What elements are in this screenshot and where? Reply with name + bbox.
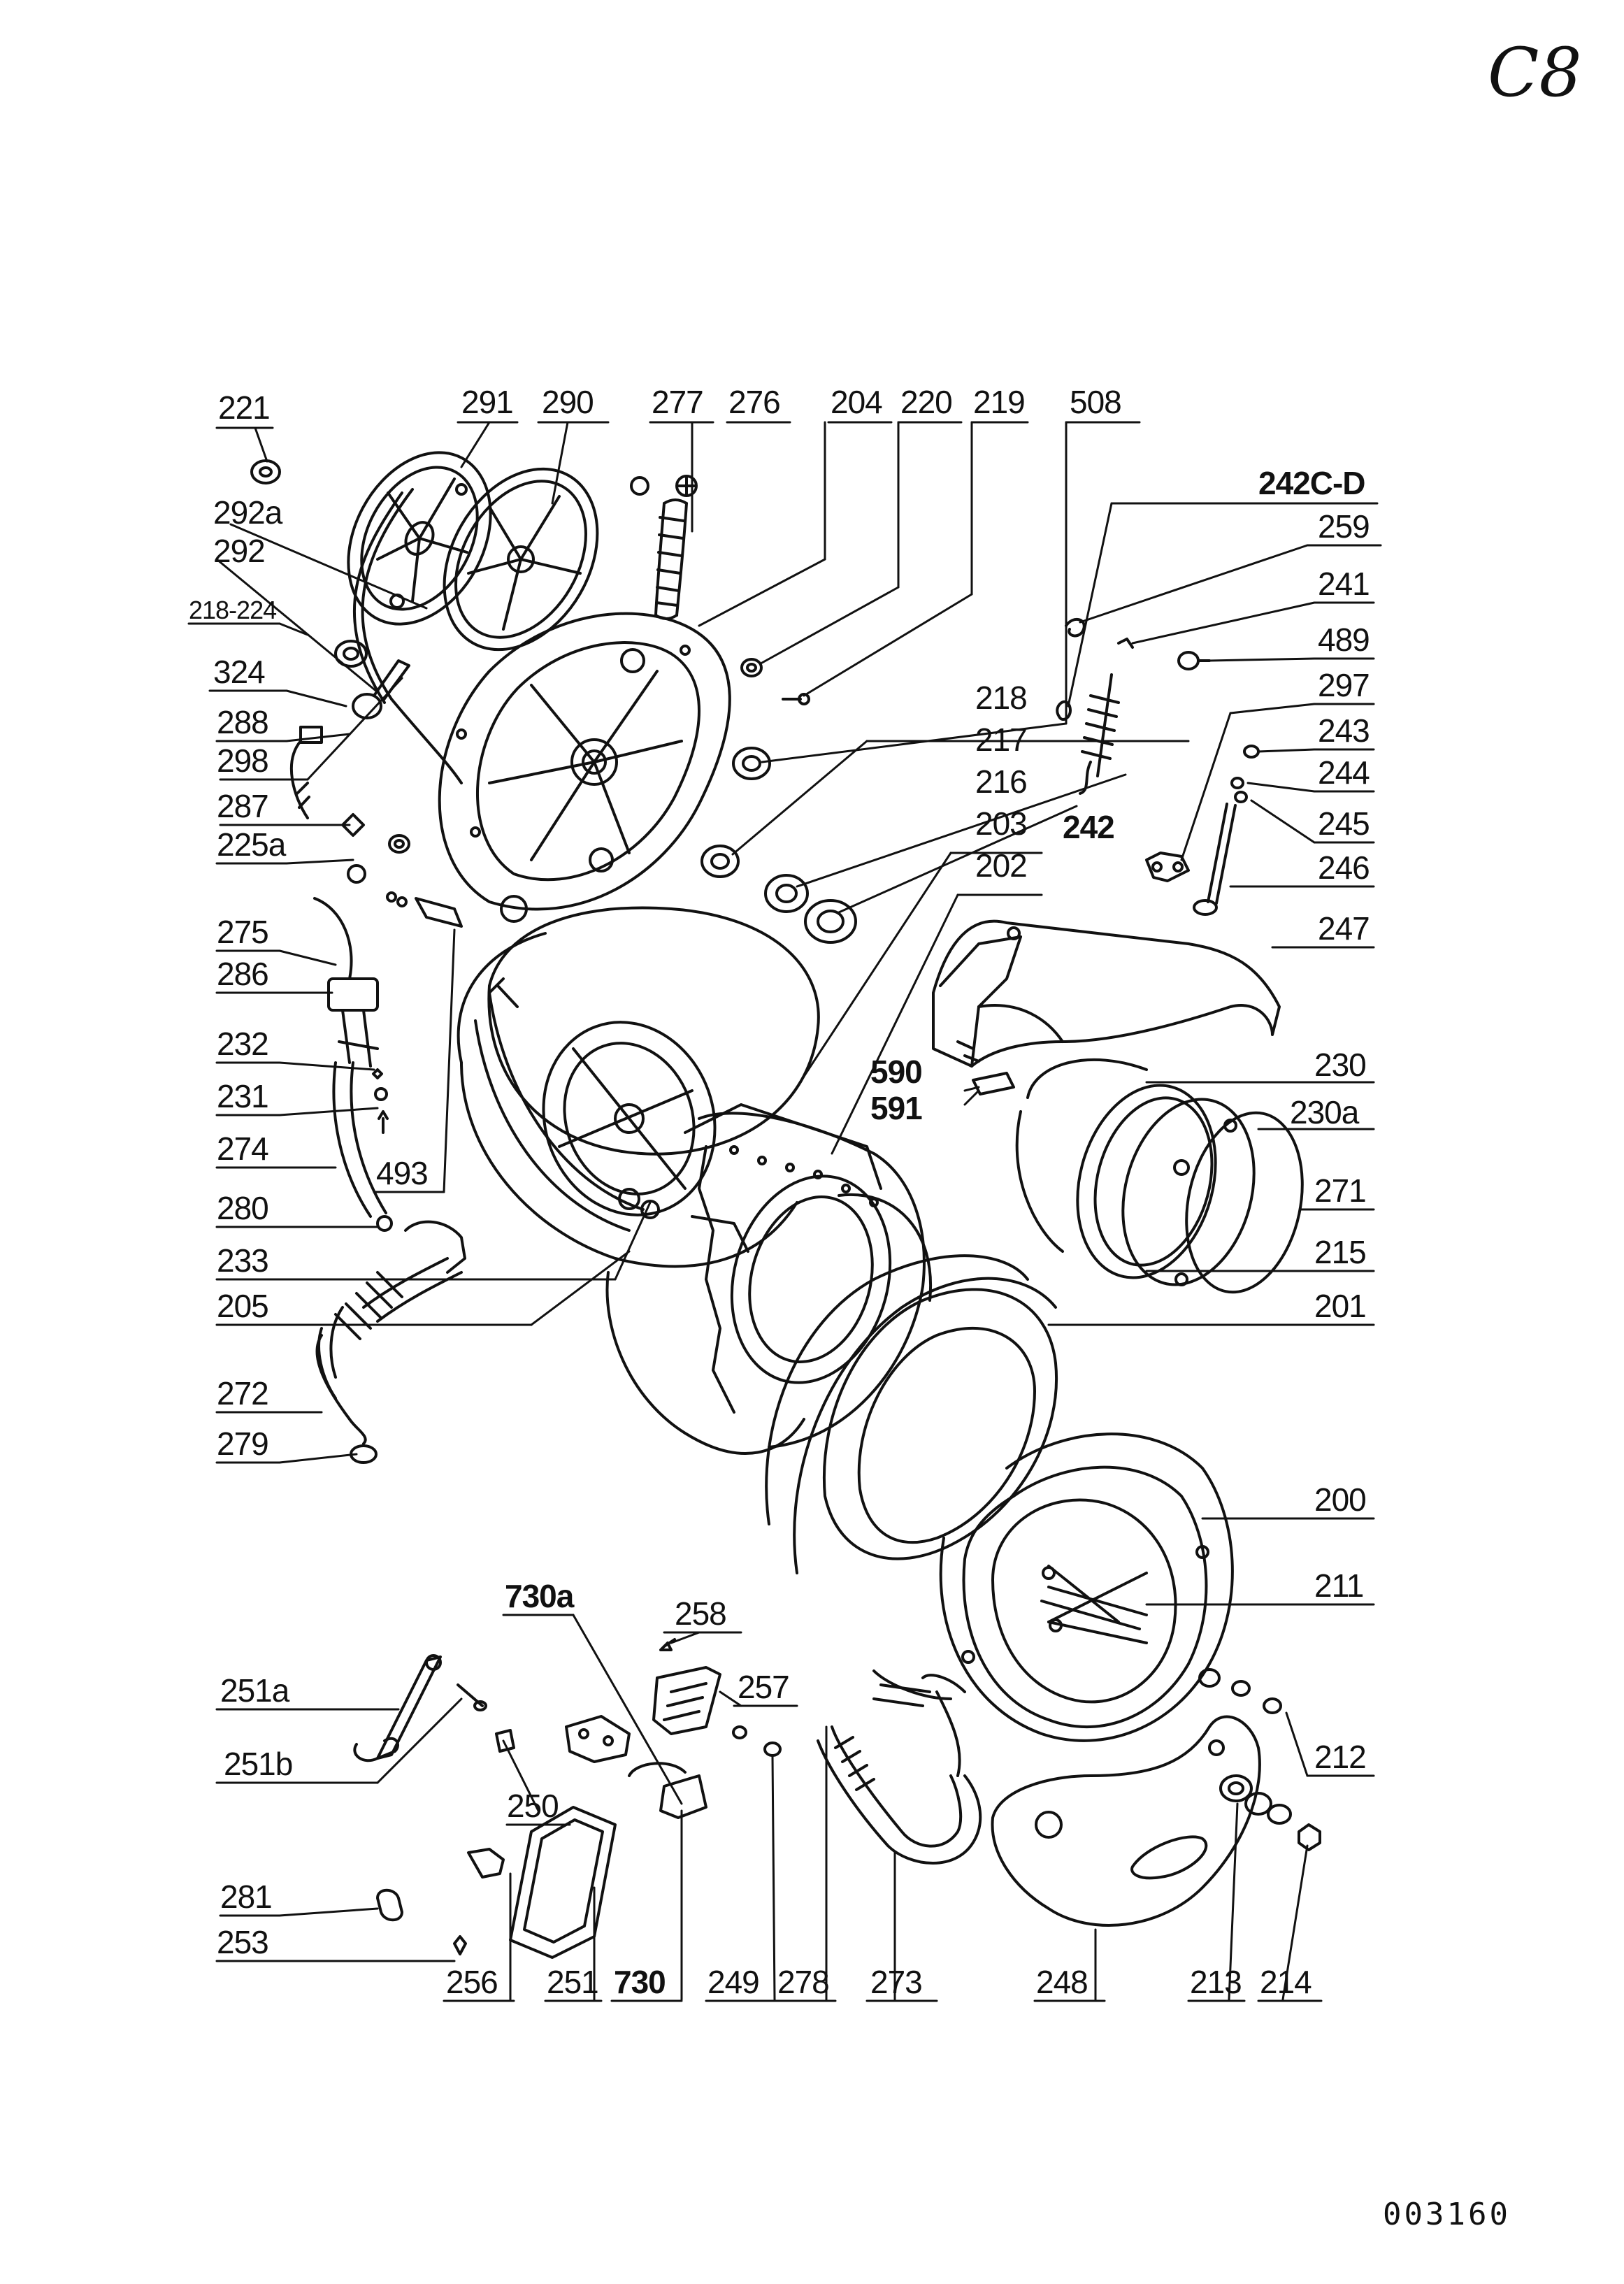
callout-204: 204 [831, 384, 883, 420]
grommet-221 [250, 459, 281, 484]
callout-274: 274 [217, 1130, 269, 1167]
callout-200: 200 [1314, 1481, 1367, 1518]
page-mark: C8 [1488, 34, 1582, 112]
top-counterweight-part [932, 919, 1281, 1068]
shim-plate-part [972, 1072, 1015, 1096]
lower-accessory-parts [353, 1638, 982, 1959]
callout-248: 248 [1036, 1964, 1088, 2000]
hose-part [630, 475, 698, 620]
callout-271: 271 [1314, 1172, 1367, 1209]
document-code: 003160 [1383, 2197, 1511, 2232]
callout-244: 244 [1318, 754, 1370, 791]
callout-251a: 251a [220, 1672, 289, 1709]
callout-277: 277 [652, 384, 704, 420]
callout-225a: 225a [217, 826, 286, 863]
callout-233: 233 [217, 1242, 269, 1279]
washer-and-nut-parts [1198, 1668, 1321, 1851]
damper-parts [1145, 745, 1260, 916]
callout-256: 256 [446, 1964, 498, 2000]
callout-219: 219 [973, 384, 1026, 420]
callout-286: 286 [217, 956, 269, 992]
callout-241: 241 [1318, 566, 1370, 602]
door-seal-ring-part [765, 1254, 1058, 1574]
callout-211: 211 [1314, 1567, 1364, 1604]
callout-242c-d: 242C-D [1258, 465, 1366, 501]
callout-493: 493 [376, 1155, 429, 1191]
counterweight-plate-part [991, 1715, 1261, 1927]
callout-291: 291 [461, 384, 514, 420]
outer-tub-front-part [605, 1103, 933, 1455]
callout-250: 250 [507, 1788, 559, 1824]
callout-216: 216 [975, 763, 1028, 800]
callout-590: 590 [870, 1054, 923, 1090]
counterweight-bolts-part [1040, 1586, 1148, 1644]
heater-and-sensor-parts [290, 640, 519, 1232]
pulley-wheel-part [347, 451, 492, 626]
callout-218-224: 218-224 [189, 596, 277, 624]
callout-280: 280 [217, 1190, 269, 1226]
callout-287: 287 [217, 788, 269, 824]
callout-290: 290 [542, 384, 594, 420]
rear-tub-half-part [438, 612, 731, 923]
callout-292a: 292a [213, 494, 282, 531]
callout-275: 275 [217, 914, 269, 950]
callout-273: 273 [870, 1964, 923, 2000]
callout-245: 245 [1318, 805, 1370, 842]
callout-278: 278 [777, 1964, 830, 2000]
callout-279: 279 [217, 1425, 269, 1462]
callout-251b: 251b [224, 1746, 293, 1782]
drum-pulley-part [443, 467, 599, 652]
bearing-and-seal-parts [700, 658, 857, 944]
callout-215: 215 [1314, 1234, 1367, 1270]
callout-230a: 230a [1290, 1094, 1359, 1130]
callout-508: 508 [1070, 384, 1122, 420]
callout-251: 251 [547, 1964, 599, 2000]
callout-288: 288 [217, 704, 269, 740]
callout-489: 489 [1318, 622, 1370, 658]
callout-218: 218 [975, 680, 1028, 716]
callout-298: 298 [217, 742, 269, 779]
callout-249: 249 [707, 1964, 760, 2000]
callout-230: 230 [1314, 1047, 1367, 1083]
callout-272: 272 [217, 1375, 269, 1412]
callout-730a: 730a [505, 1578, 574, 1614]
callout-201: 201 [1314, 1288, 1367, 1324]
callout-247: 247 [1318, 910, 1370, 947]
callout-257: 257 [738, 1669, 790, 1705]
callout-220: 220 [900, 384, 953, 420]
callout-253: 253 [217, 1924, 269, 1960]
callout-212: 212 [1314, 1739, 1367, 1775]
door-gasket-part [1015, 1058, 1304, 1294]
drive-belt-part [352, 488, 463, 784]
callout-243: 243 [1318, 712, 1370, 749]
callout-281: 281 [220, 1879, 273, 1915]
callout-324: 324 [213, 654, 266, 690]
drain-hose-part [315, 1220, 466, 1464]
callout-292: 292 [213, 533, 266, 569]
callout-730: 730 [614, 1964, 666, 2000]
callout-258: 258 [675, 1595, 727, 1632]
callout-242: 242 [1063, 809, 1115, 845]
callout-213: 213 [1190, 1964, 1242, 2000]
callout-205: 205 [217, 1288, 269, 1324]
callout-214: 214 [1260, 1964, 1312, 2000]
leader-lines [187, 421, 1382, 2002]
callout-217: 217 [975, 721, 1028, 758]
callout-297: 297 [1318, 667, 1370, 703]
callout-221: 221 [218, 389, 271, 426]
inner-drum-part [457, 906, 820, 1268]
callout-232: 232 [217, 1026, 269, 1062]
front-tub-half-part [939, 1432, 1234, 1742]
callout-203: 203 [975, 805, 1028, 842]
callout-202: 202 [975, 847, 1028, 884]
callout-259: 259 [1318, 508, 1370, 545]
callout-591: 591 [870, 1090, 923, 1126]
callout-246: 246 [1318, 849, 1370, 886]
callout-231: 231 [217, 1078, 269, 1114]
callout-276: 276 [728, 384, 781, 420]
suspension-spring-parts [1056, 618, 1211, 795]
